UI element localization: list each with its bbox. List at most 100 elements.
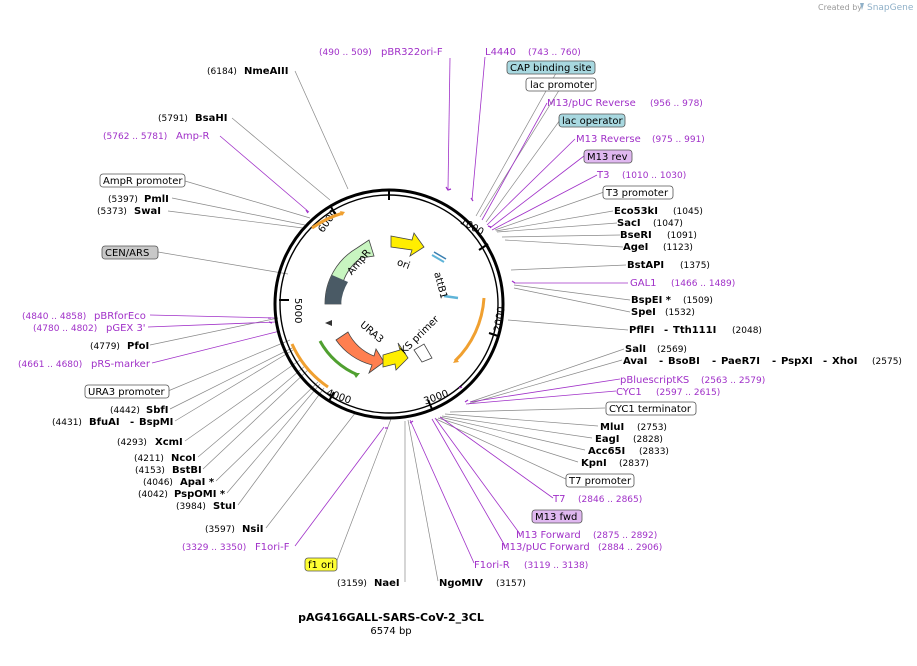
feature-m13-puc-forward[interactable]: M13/pUC Forward — [501, 542, 590, 553]
svg-text:XhoI: XhoI — [832, 356, 857, 367]
svg-text:NmeAIII: NmeAIII — [244, 66, 288, 77]
svg-text:-: - — [823, 356, 827, 367]
enzyme-naei[interactable]: (3159) NaeI — [337, 578, 400, 589]
feature-pbrforeco-range: (4840 .. 4858) — [22, 312, 86, 322]
enzyme-pmli[interactable]: (5397) PmlI — [108, 194, 169, 205]
enzyme-nmeaiii[interactable]: (6184) NmeAIII — [207, 66, 288, 77]
svg-text:(4042): (4042) — [138, 490, 168, 500]
box-lac-operator[interactable]: lac operator — [558, 113, 626, 128]
svg-text:(2753): (2753) — [637, 423, 667, 433]
svg-text:PmlI: PmlI — [144, 194, 169, 205]
enzyme-eco53ki[interactable]: Eco53kI (1045) — [614, 206, 703, 217]
feature-arc-ura3-promoter[interactable] — [290, 343, 329, 389]
feature-pgex3[interactable]: pGEX 3' — [106, 323, 146, 334]
feature-attb1-mark-2[interactable] — [443, 294, 459, 300]
box-lac-promoter[interactable]: lac promoter — [525, 77, 597, 92]
svg-text:NcoI: NcoI — [171, 453, 196, 464]
feature-ks-primer[interactable] — [382, 342, 409, 371]
feature-pbluescriptks[interactable]: pBluescriptKS — [620, 375, 689, 386]
enzyme-spei[interactable]: SpeI (1532) — [631, 307, 695, 318]
svg-text:AmpR promoter: AmpR promoter — [103, 176, 183, 187]
enzyme-xcmi[interactable]: (4293) XcmI — [117, 437, 183, 448]
enzyme-bsahi[interactable]: (5791) BsaHI — [158, 113, 227, 124]
feature-f1ori-r[interactable]: F1ori-R — [474, 560, 510, 571]
svg-text:BstAPI: BstAPI — [627, 260, 664, 271]
enzyme-nsii[interactable]: (3597) NsiI — [205, 524, 263, 535]
box-t3-promoter[interactable]: T3 promoter — [602, 185, 674, 200]
feature-pbrforeco[interactable]: pBRforEco — [94, 311, 146, 322]
enzyme-bseri[interactable]: BseRI (1091) — [620, 230, 697, 241]
enzyme-sbfi[interactable]: (4442) SbfI — [110, 405, 168, 416]
box-m13-fwd[interactable]: M13 fwd — [531, 509, 583, 524]
feature-f1ori-f[interactable]: F1ori-F — [255, 542, 290, 553]
feature-t3[interactable]: T3 — [596, 170, 609, 181]
svg-text:(2048): (2048) — [732, 326, 762, 336]
top-feature-1-name[interactable]: L4440 — [485, 47, 516, 58]
enzyme-saci[interactable]: SacI (1047) — [617, 218, 683, 229]
enzyme-kpni[interactable]: KpnI (2837) — [581, 458, 649, 469]
enzyme-eagi[interactable]: EagI (2828) — [595, 434, 663, 445]
enzyme-agei[interactable]: AgeI (1123) — [623, 242, 693, 253]
enzyme-ncoi[interactable]: (4211) NcoI — [134, 453, 196, 464]
svg-text:BstBI: BstBI — [172, 465, 202, 476]
svg-text:PspOMI *: PspOMI * — [174, 489, 226, 500]
enzyme-swai[interactable]: (5373) SwaI — [97, 206, 161, 217]
svg-text:f1 ori: f1 ori — [308, 560, 334, 571]
feature-m13-forward[interactable]: M13 Forward — [516, 530, 581, 541]
feature-m13-reverse[interactable]: M13 Reverse — [576, 134, 641, 145]
feature-ampr-promoter-block[interactable] — [325, 275, 348, 304]
feature-gal1[interactable]: GAL1 — [630, 278, 657, 289]
feature-ori[interactable] — [390, 232, 425, 257]
enzyme-pflfi[interactable]: PflFI - Tth111I (2048) — [629, 325, 762, 336]
svg-text:BsaHI: BsaHI — [195, 113, 227, 124]
enzyme-pspomi[interactable]: (4042) PspOMI * — [138, 489, 226, 500]
svg-text:PaeR7I: PaeR7I — [721, 356, 760, 367]
feature-arc-gal1[interactable] — [453, 297, 486, 363]
box-ura3-promoter[interactable]: URA3 promoter — [84, 384, 170, 399]
svg-text:XcmI: XcmI — [155, 437, 183, 448]
feature-amp-r[interactable]: Amp-R — [176, 131, 210, 142]
enzyme-bstapi[interactable]: BstAPI (1375) — [627, 260, 710, 271]
svg-text:(2828): (2828) — [633, 435, 663, 445]
svg-text:BsoBI: BsoBI — [668, 356, 700, 367]
feature-t7[interactable]: T7 — [552, 494, 565, 505]
svg-text:(3597): (3597) — [205, 525, 235, 535]
box-f1-ori[interactable]: f1 ori — [304, 557, 338, 572]
svg-text:PfoI: PfoI — [127, 341, 149, 352]
ring-ticks — [279, 190, 499, 410]
feature-attb1-mark[interactable] — [431, 254, 445, 263]
box-cyc1-terminator[interactable]: CYC1 terminator — [605, 401, 697, 416]
enzyme-pfoi[interactable]: (4779) PfoI — [90, 341, 149, 352]
feature-m13-puc-reverse[interactable]: M13/pUC Reverse — [547, 98, 636, 109]
leader-lines — [149, 65, 631, 582]
box-m13-rev[interactable]: M13 rev — [583, 149, 633, 164]
feature-ura3[interactable] — [335, 331, 385, 375]
feature-f1ori-r-range: (3119 .. 3138) — [524, 561, 588, 571]
top-feature-0-name[interactable]: pBR322ori-F — [381, 47, 443, 58]
enzyme-acc65i[interactable]: Acc65I (2833) — [588, 446, 669, 457]
feature-m13-forward-range: (2875 .. 2892) — [593, 531, 657, 541]
ura3-marker-arrow — [325, 320, 332, 326]
primer-leader-lines — [147, 56, 628, 564]
enzyme-apai[interactable]: (4046) ApaI * — [143, 477, 215, 488]
feature-prs-marker[interactable]: pRS-marker — [91, 359, 151, 370]
enzyme-bspei[interactable]: BspEI * (1509) — [631, 295, 713, 306]
feature-cyc1-term[interactable] — [413, 343, 433, 363]
enzyme-bstbi[interactable]: (4153) BstBI — [135, 465, 202, 476]
box-cen-ars[interactable]: CEN/ARS — [101, 245, 159, 260]
svg-text:PspXI: PspXI — [781, 356, 813, 367]
box-ampr-promoter[interactable]: AmpR promoter — [99, 173, 186, 188]
enzyme-bfuai[interactable]: (4431) BfuAI - BspMI — [52, 417, 173, 428]
enzyme-mlui[interactable]: MluI (2753) — [600, 422, 667, 433]
enzyme-avai-group[interactable]: AvaI - BsoBI - PaeR7I - PspXI - XhoI (25… — [623, 356, 902, 367]
box-t7-promoter[interactable]: T7 promoter — [565, 473, 635, 488]
enzyme-stui[interactable]: (3984) StuI — [176, 501, 236, 512]
credit-brand[interactable]: SnapGene — [867, 3, 914, 13]
svg-text:PflFI: PflFI — [629, 325, 654, 336]
svg-text:MluI: MluI — [600, 422, 624, 433]
box-cap-binding-site[interactable]: CAP binding site — [506, 60, 596, 75]
feature-cyc1[interactable]: CYC1 — [616, 387, 642, 398]
enzyme-ngomiv[interactable]: NgoMIV (3157) — [439, 578, 526, 589]
svg-text:CYC1 terminator: CYC1 terminator — [609, 404, 692, 415]
enzyme-sali[interactable]: SalI (2569) — [625, 344, 687, 355]
